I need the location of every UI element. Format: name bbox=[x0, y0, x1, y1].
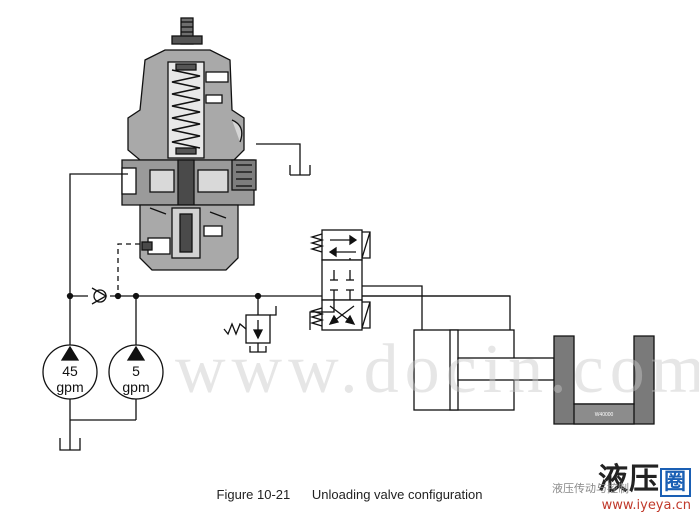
valve-tank-line bbox=[256, 143, 311, 176]
check-valve bbox=[91, 287, 108, 305]
pump-large-flow: 45 bbox=[62, 363, 78, 379]
hydraulic-cylinder bbox=[413, 329, 555, 411]
pump-small-flow: 5 bbox=[132, 363, 140, 379]
directional-valve bbox=[309, 229, 371, 331]
brand-subtitle: 液压传动与控制 bbox=[552, 483, 629, 495]
load-block bbox=[553, 335, 655, 425]
pump-large-unit: gpm bbox=[56, 379, 83, 395]
hydraulic-circuit-diagram: 45 gpm 5 gpm W40000 bbox=[42, 17, 655, 451]
brand-name: 液压 bbox=[597, 462, 660, 497]
brand-mark: 圈 bbox=[659, 468, 691, 497]
figure-caption: Figure 10-21 Unloading valve configurati… bbox=[0, 487, 699, 502]
relief-valve bbox=[223, 296, 277, 353]
brand-url: www.iyeya.cn bbox=[601, 498, 691, 513]
pilot-line bbox=[117, 243, 140, 296]
pump-small bbox=[108, 344, 164, 400]
figure-title: Unloading valve configuration bbox=[311, 487, 483, 502]
pump-small-unit: gpm bbox=[122, 379, 149, 395]
pump-large bbox=[42, 344, 98, 400]
valve-inlet-line bbox=[69, 173, 128, 296]
unloading-valve-cutaway bbox=[121, 17, 257, 271]
load-label: W40000 bbox=[595, 412, 614, 418]
figure-number: Figure 10-21 bbox=[216, 487, 291, 502]
brand-logo: 液压圈 www.iyeya.cn 液压传动与控制 bbox=[552, 454, 691, 513]
watermark-text: www.docin.com bbox=[175, 331, 699, 408]
